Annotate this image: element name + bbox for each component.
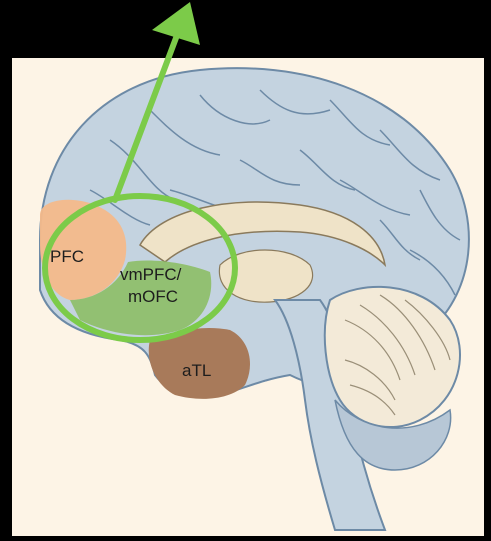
label-vmpfc-line1: vmPFC/ xyxy=(120,265,182,284)
label-pfc: PFC xyxy=(50,247,84,266)
label-atl: aTL xyxy=(182,361,211,380)
label-vmpfc-line2: mOFC xyxy=(128,287,178,306)
cerebellum xyxy=(325,287,460,427)
